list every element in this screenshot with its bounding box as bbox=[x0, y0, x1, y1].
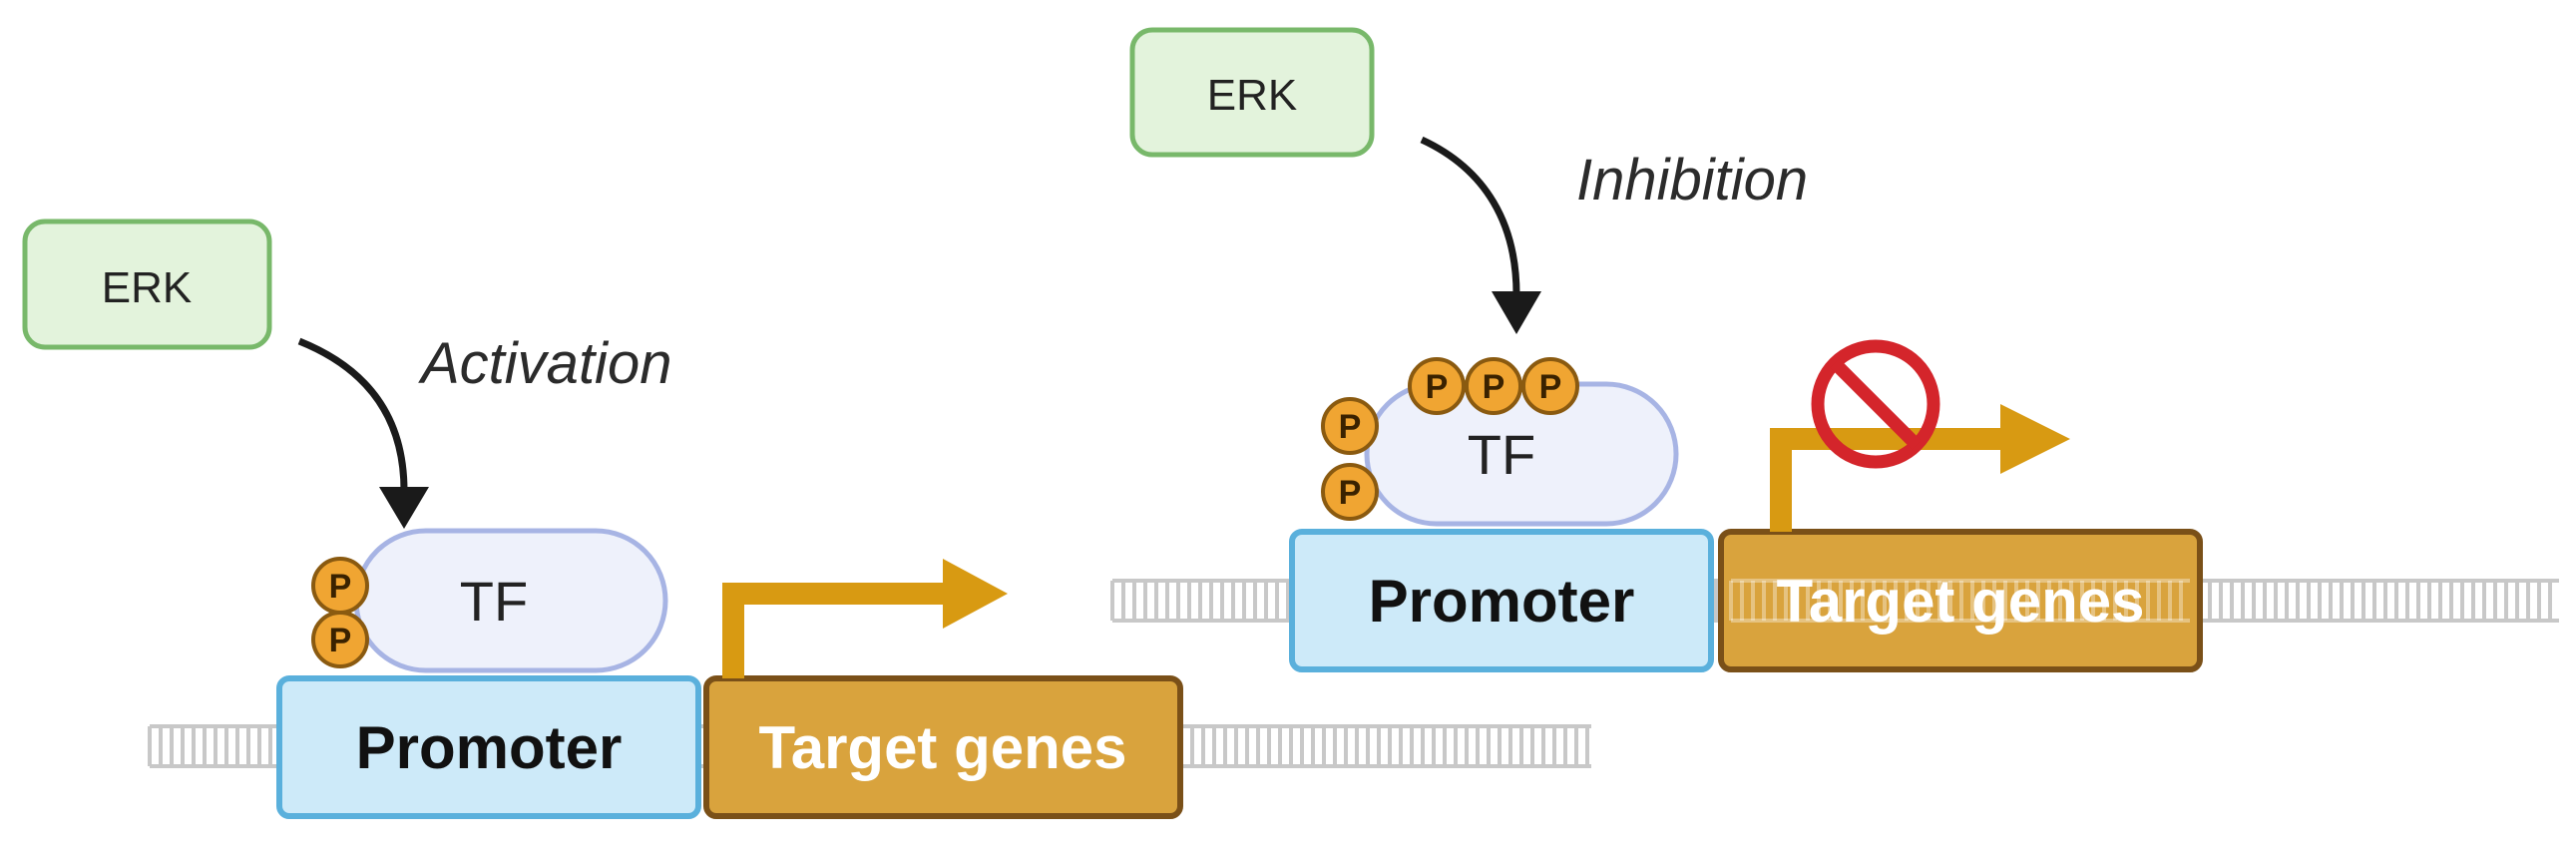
phospho-group-right-top-2: P bbox=[1465, 357, 1522, 415]
target-genes-left: Target genes bbox=[703, 675, 1183, 819]
phospho-label: P bbox=[1339, 474, 1362, 512]
tf-label-right: TF bbox=[1468, 423, 1535, 486]
phospho-group-right-top-1: P bbox=[1408, 357, 1466, 415]
activation-arrow bbox=[297, 337, 408, 492]
promoter-label-left: Promoter bbox=[356, 714, 623, 781]
target-genes-dna-overlay bbox=[1729, 579, 2190, 623]
inhibition-arrow bbox=[1420, 136, 1520, 295]
phospho-group-left-1: P bbox=[311, 557, 369, 615]
phospho-label: P bbox=[1483, 368, 1505, 406]
inhibition-label: Inhibition bbox=[1576, 148, 1808, 213]
phospho-group-right-side-2: P bbox=[1321, 463, 1379, 521]
erk-box-left: ERK bbox=[22, 218, 272, 350]
phospho-label: P bbox=[1539, 368, 1562, 406]
phospho-group-right-side-1: P bbox=[1321, 397, 1379, 455]
phospho-group-left-2: P bbox=[311, 611, 369, 668]
transcription-arrow-right bbox=[1770, 428, 2010, 532]
target-genes-label-right: Target genes bbox=[1777, 568, 2145, 635]
phospho-label: P bbox=[1426, 368, 1449, 406]
activation-arrowhead bbox=[379, 487, 429, 529]
erk-label-left: ERK bbox=[102, 263, 192, 312]
activation-panel: ERK Activation TF P P Promoter Target ge bbox=[22, 218, 1591, 819]
phospho-group-right-top-3: P bbox=[1521, 357, 1579, 415]
promoter-label-right: Promoter bbox=[1369, 568, 1635, 635]
erk-label-right: ERK bbox=[1207, 71, 1297, 120]
phospho-label: P bbox=[329, 568, 352, 606]
tf-right: TF bbox=[1364, 381, 1679, 527]
promoter-left: Promoter bbox=[276, 675, 701, 819]
activation-label: Activation bbox=[418, 331, 671, 396]
inhibition-arrowhead bbox=[1492, 291, 1541, 334]
inhibition-panel: ERK Inhibition TF P P P P bbox=[1110, 27, 2559, 672]
transcription-arrowhead-right bbox=[2000, 404, 2070, 474]
transcription-arrowhead-left bbox=[943, 559, 1008, 629]
tf-left: TF bbox=[353, 528, 668, 673]
promoter-right: Promoter bbox=[1289, 529, 1714, 672]
erk-box-right: ERK bbox=[1129, 27, 1375, 158]
phospho-label: P bbox=[1339, 408, 1362, 446]
prohibition-icon bbox=[1811, 339, 1940, 469]
tf-label-left: TF bbox=[460, 570, 528, 633]
phospho-label: P bbox=[329, 622, 352, 659]
target-genes-right: Target genes bbox=[1718, 529, 2203, 672]
transcription-arrow-left bbox=[722, 583, 953, 678]
target-genes-label-left: Target genes bbox=[759, 714, 1127, 781]
